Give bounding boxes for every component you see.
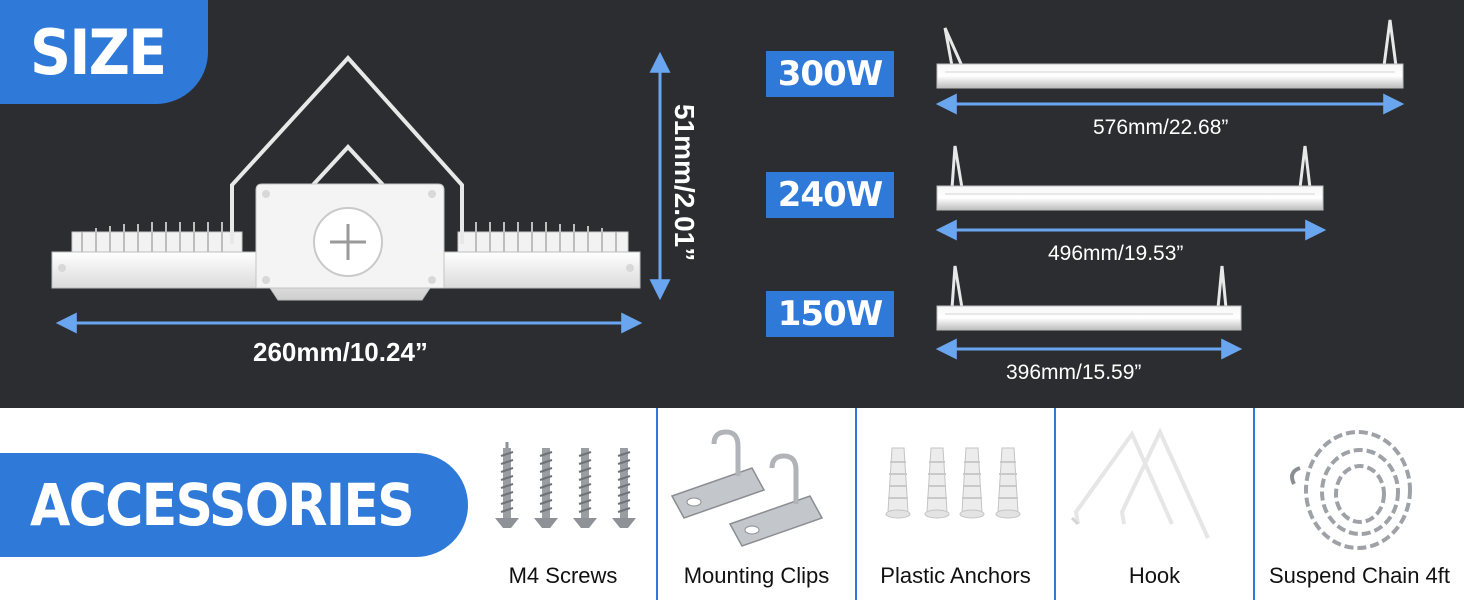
length-label-150: 396mm/15.59” bbox=[1006, 361, 1142, 384]
bar-fixture-300w bbox=[936, 19, 1404, 89]
watt-badge-300: 300W bbox=[766, 51, 894, 97]
size-title: SIZE bbox=[30, 16, 167, 89]
length-label-240: 496mm/19.53” bbox=[1048, 242, 1184, 265]
hook-icon bbox=[1070, 427, 1210, 539]
accessories-illustration bbox=[495, 427, 1412, 550]
accessory-label-clips: Mounting Clips bbox=[683, 563, 830, 588]
accessories-panel: ACCESSORIES bbox=[0, 408, 1464, 600]
accessory-divider bbox=[656, 408, 658, 600]
accessory-label-chain: Suspend Chain 4ft bbox=[1268, 563, 1451, 588]
bar-fixture-150w bbox=[936, 265, 1242, 331]
accessories-title: ACCESSORIES bbox=[30, 471, 415, 539]
accessory-label-anchors: Plastic Anchors bbox=[880, 563, 1031, 588]
accessory-divider bbox=[1054, 408, 1056, 600]
accessory-divider bbox=[855, 408, 857, 600]
size-badge: SIZE bbox=[0, 0, 208, 104]
fixture-front-view bbox=[51, 55, 641, 301]
watt-badge-150: 150W bbox=[766, 291, 894, 337]
plastic-anchor-icon bbox=[885, 447, 1021, 519]
length-label-300: 576mm/22.68” bbox=[1093, 116, 1229, 139]
size-panel: SIZE 260mm/10.24” 51mm/2.01” 300W 240W 1… bbox=[0, 0, 1464, 408]
chain-icon bbox=[1290, 430, 1412, 550]
accessories-badge: ACCESSORIES bbox=[0, 453, 468, 557]
accessory-label-hook: Hook bbox=[1128, 563, 1181, 588]
screw-icon bbox=[495, 442, 636, 528]
accessory-label-screws: M4 Screws bbox=[508, 563, 618, 588]
mounting-clip-icon bbox=[670, 429, 824, 547]
main-width-label: 260mm/10.24” bbox=[253, 337, 428, 367]
size-illustration bbox=[51, 19, 1405, 360]
bar-fixture-240w bbox=[936, 145, 1324, 211]
watt-badge-240: 240W bbox=[766, 172, 894, 218]
accessory-divider bbox=[1253, 408, 1255, 600]
main-height-label: 51mm/2.01” bbox=[669, 104, 700, 262]
